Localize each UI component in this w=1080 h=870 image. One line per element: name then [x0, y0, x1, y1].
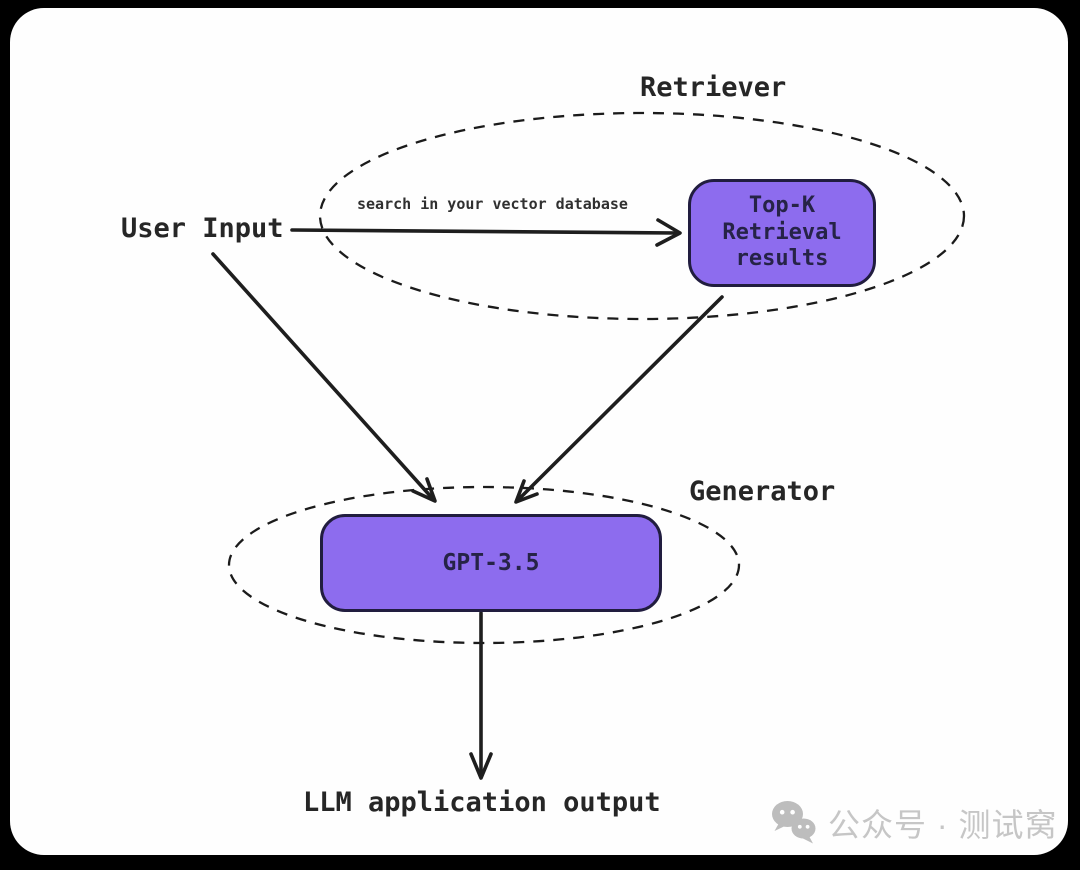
- diagram-card: [10, 8, 1068, 855]
- arrow-userinput-to-generator: [211, 252, 437, 503]
- wechat-icon: [772, 801, 816, 844]
- topk-retrieval-node: Top-K Retrieval results: [688, 179, 876, 287]
- watermark-text: 公众号 · 测试窝: [828, 806, 1058, 843]
- retriever-label: Retriever: [640, 72, 787, 103]
- arrow-userinput-to-topk: [290, 218, 682, 247]
- user-input-label: User Input: [121, 213, 284, 244]
- generator-label: Generator: [689, 476, 836, 507]
- search-edge-caption: search in your vector database: [357, 195, 628, 213]
- watermark: 公众号 · 测试窝: [770, 799, 1057, 846]
- arrow-gpt-to-output: [469, 611, 493, 780]
- gpt-model-node: GPT-3.5: [320, 514, 662, 612]
- arrow-topk-to-generator: [514, 295, 724, 504]
- generator-ellipse: [227, 485, 741, 645]
- retriever-ellipse: [318, 111, 966, 321]
- llm-output-label: LLM application output: [303, 787, 661, 818]
